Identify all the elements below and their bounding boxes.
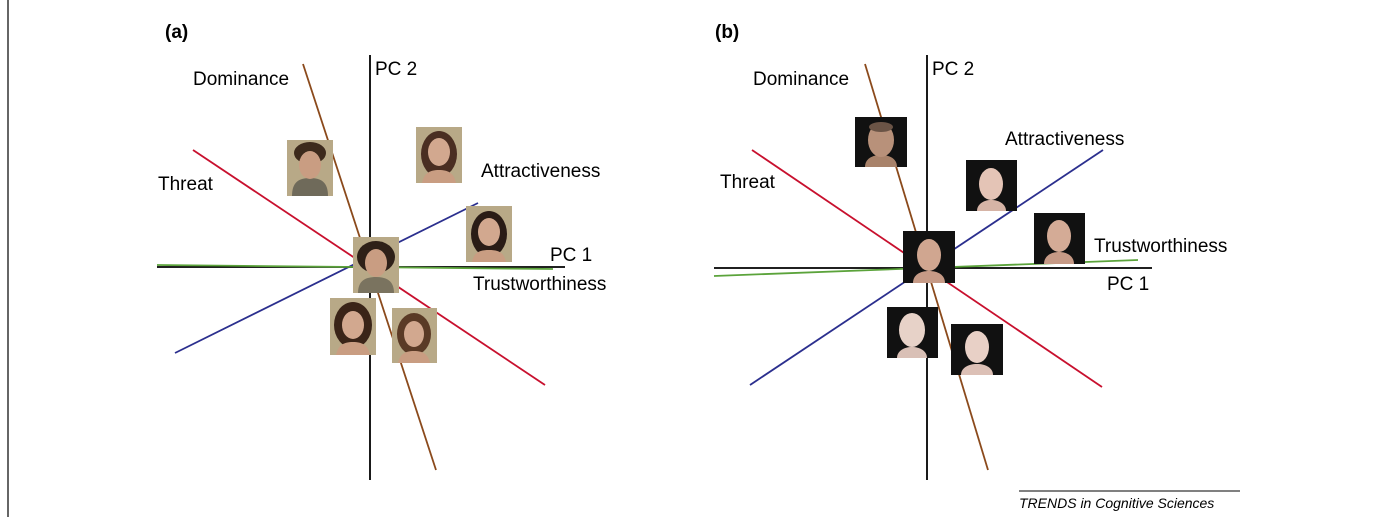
panel-a-attractiveness-vector bbox=[174, 202, 479, 354]
panel-b-trustworthiness-label: Trustworthiness bbox=[1094, 236, 1227, 257]
panel-b-face-center bbox=[903, 231, 955, 283]
footer-source: TRENDS in Cognitive Sciences bbox=[1019, 495, 1214, 511]
panel-a-face-female-low-left bbox=[330, 298, 376, 355]
panel-a-threat-label: Threat bbox=[158, 174, 214, 195]
panel-a-pc1-label: PC 1 bbox=[550, 245, 592, 266]
panel-b-face-attractive bbox=[966, 160, 1017, 211]
panel-b-face-low-right bbox=[951, 324, 1003, 375]
panel-b-face-low-left bbox=[887, 307, 938, 358]
panel-a-face-female-low-right bbox=[392, 308, 437, 363]
panel-a-face-male-dominant bbox=[287, 140, 333, 196]
panel-a-attractiveness-label: Attractiveness bbox=[481, 161, 600, 182]
panel-a-face-female-top bbox=[416, 127, 462, 183]
panel-b-letter: (b) bbox=[715, 22, 739, 43]
panel-b-pc2-label: PC 2 bbox=[932, 59, 974, 80]
panel-a-face-center bbox=[353, 237, 399, 293]
panel-a-dominance-label: Dominance bbox=[193, 69, 289, 90]
panel-a-letter: (a) bbox=[165, 22, 188, 43]
panel-b: (b) PC 2 Dominance Threat Attractiveness… bbox=[713, 22, 1227, 480]
panel-b-attractiveness-label: Attractiveness bbox=[1005, 129, 1124, 150]
panel-b-pc1-label: PC 1 bbox=[1107, 274, 1149, 295]
panel-a-pc2-label: PC 2 bbox=[375, 59, 417, 80]
panel-b-face-dominant bbox=[855, 117, 907, 167]
panel-b-dominance-label: Dominance bbox=[753, 69, 849, 90]
panel-a: (a) PC 2 Dominance Threat Attractiveness… bbox=[156, 22, 606, 480]
panel-b-threat-label: Threat bbox=[720, 172, 776, 193]
panel-b-face-trustworthy bbox=[1034, 213, 1085, 264]
panel-a-trustworthiness-label: Trustworthiness bbox=[473, 274, 606, 295]
panel-a-face-female-attractive bbox=[466, 206, 512, 262]
